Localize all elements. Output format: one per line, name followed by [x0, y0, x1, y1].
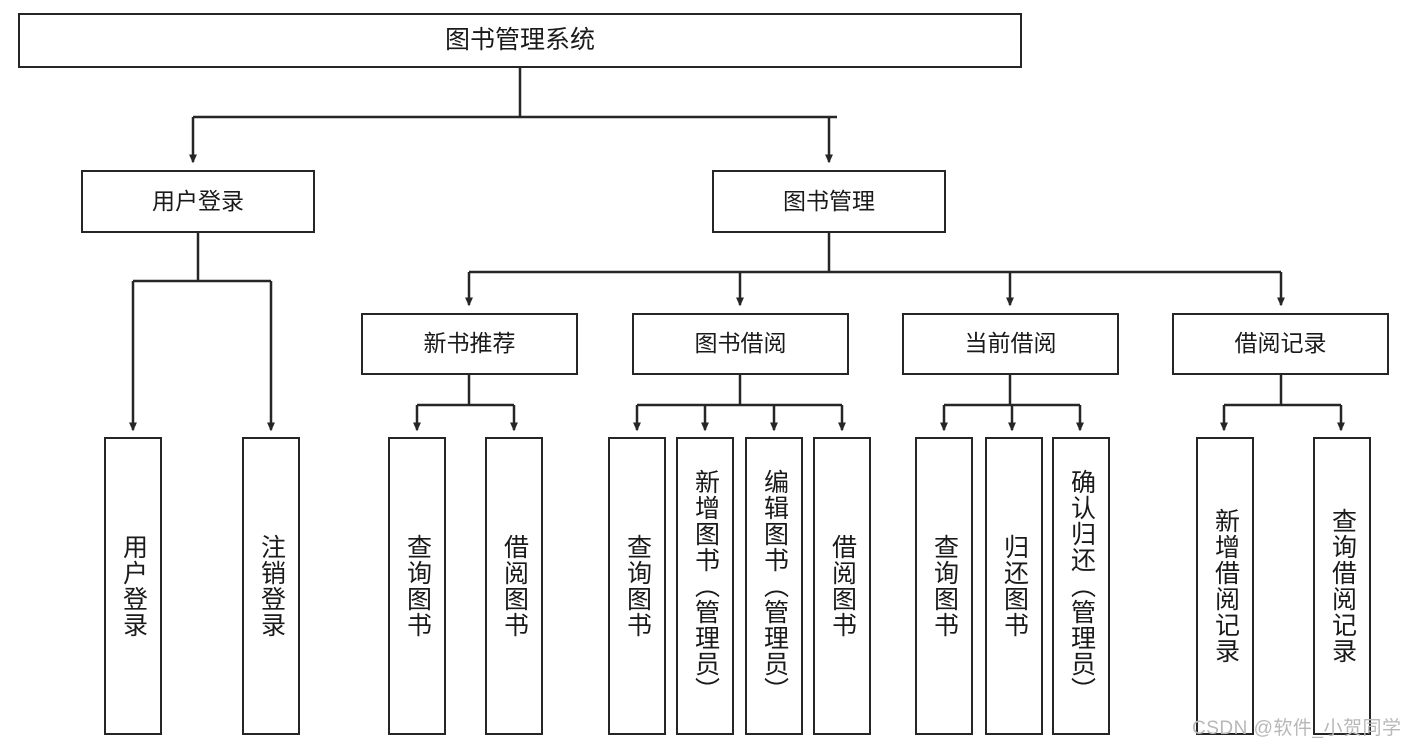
node-label: 图书借阅 — [694, 330, 787, 357]
node-label: 查询图书 — [623, 534, 652, 638]
node-label: 新书推荐 — [423, 330, 516, 357]
csdn-watermark: CSDN @软件_小贺同学 — [1192, 718, 1402, 739]
node-leaf-borrow-book-recommend[interactable]: 借阅图书 — [485, 437, 543, 735]
node-leaf-query-borrow-record[interactable]: 查询借阅记录 — [1313, 437, 1371, 735]
node-label: 编辑图书（管理员） — [760, 469, 789, 703]
node-label: 新增图书（管理员） — [691, 469, 720, 703]
node-leaf-return-book[interactable]: 归还图书 — [985, 437, 1043, 735]
node-leaf-query-book-borrow[interactable]: 查询图书 — [608, 437, 666, 735]
node-label: 图书管理系统 — [444, 25, 595, 54]
node-label: 查询图书 — [930, 534, 959, 638]
node-label: 当前借阅 — [964, 330, 1057, 357]
node-leaf-user-login[interactable]: 用户登录 — [104, 437, 162, 735]
node-label: 归还图书 — [1000, 534, 1029, 638]
node-label: 查询图书 — [403, 534, 432, 638]
node-book-management[interactable]: 图书管理 — [712, 170, 946, 233]
node-label: 借阅图书 — [500, 534, 529, 638]
node-label: 图书管理 — [783, 187, 875, 214]
node-book-management-system[interactable]: 图书管理系统 — [18, 13, 1022, 68]
node-leaf-add-borrow-record[interactable]: 新增借阅记录 — [1196, 437, 1254, 735]
node-label: 借阅图书 — [828, 534, 857, 638]
node-leaf-query-book-recommend[interactable]: 查询图书 — [388, 437, 446, 735]
node-borrow-record[interactable]: 借阅记录 — [1172, 313, 1389, 375]
node-book-borrow[interactable]: 图书借阅 — [632, 313, 849, 375]
node-user-login[interactable]: 用户登录 — [81, 170, 315, 233]
node-new-book-recommend[interactable]: 新书推荐 — [361, 313, 578, 375]
node-label: 用户登录 — [119, 534, 148, 638]
node-label: 新增借阅记录 — [1211, 508, 1240, 664]
node-label: 借阅记录 — [1234, 330, 1327, 357]
node-label: 用户登录 — [152, 187, 244, 214]
node-leaf-logout[interactable]: 注销登录 — [242, 437, 300, 735]
node-leaf-add-book-admin[interactable]: 新增图书（管理员） — [676, 437, 734, 735]
node-label: 注销登录 — [257, 534, 286, 638]
node-leaf-confirm-return-admin[interactable]: 确认归还（管理员） — [1052, 437, 1110, 735]
node-leaf-borrow-book[interactable]: 借阅图书 — [813, 437, 871, 735]
node-label: 确认归还（管理员） — [1067, 469, 1096, 703]
node-label: 查询借阅记录 — [1328, 508, 1357, 664]
node-leaf-query-book-current[interactable]: 查询图书 — [915, 437, 973, 735]
node-current-borrow[interactable]: 当前借阅 — [902, 313, 1119, 375]
node-leaf-edit-book-admin[interactable]: 编辑图书（管理员） — [745, 437, 803, 735]
